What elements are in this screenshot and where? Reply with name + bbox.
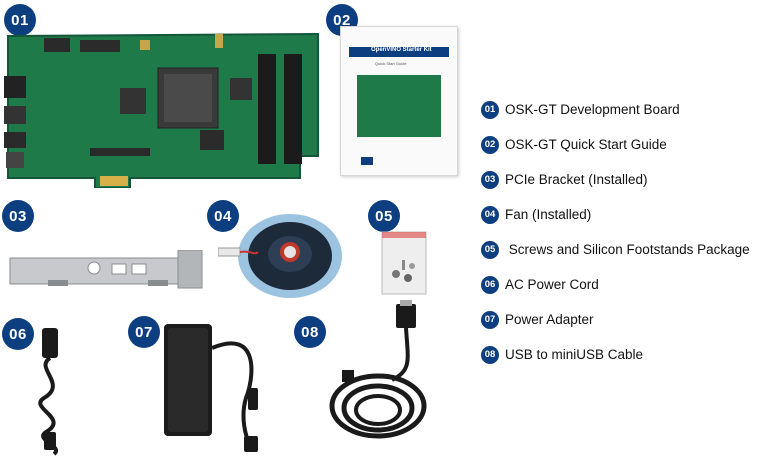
item-number-badge: 08 (481, 345, 499, 364)
contents-list: 01 OSK-GT Development Board 02 OSK-GT Qu… (481, 92, 775, 372)
fan-photo (218, 214, 342, 298)
list-item: 03 PCIe Bracket (Installed) (481, 162, 775, 197)
guide-subtitle: Quick Start Guide (375, 61, 407, 66)
badge-07: 07 (128, 316, 160, 348)
item-label: Screws and Silicon Footstands Package (505, 242, 750, 257)
item-label: AC Power Cord (505, 277, 599, 292)
badge-04: 04 (207, 200, 239, 232)
item-number-badge: 06 (481, 275, 499, 294)
list-item: 08 USB to miniUSB Cable (481, 337, 775, 372)
item-number-badge: 05 (481, 240, 499, 259)
usb-cable-photo (329, 300, 427, 439)
badge-08: 08 (294, 316, 326, 348)
guide-title: OpenVINO Starter Kit (371, 47, 432, 53)
item-label: Power Adapter (505, 312, 594, 327)
quick-start-guide-booklet: OpenVINO Starter Kit Quick Start Guide (340, 26, 458, 176)
badge-03: 03 (2, 200, 34, 232)
item-label: OSK-GT Development Board (505, 102, 680, 117)
list-item: 07 Power Adapter (481, 302, 775, 337)
item-label: USB to miniUSB Cable (505, 347, 644, 362)
development-board-photo (4, 32, 319, 188)
item-number-badge: 01 (481, 100, 499, 119)
screws-package-photo (381, 231, 427, 295)
list-item: 05 Screws and Silicon Footstands Package (481, 232, 775, 267)
list-item: 02 OSK-GT Quick Start Guide (481, 127, 775, 162)
item-number-badge: 03 (481, 170, 499, 189)
badge-01: 01 (4, 4, 36, 36)
item-label: PCIe Bracket (Installed) (505, 172, 648, 187)
pcie-bracket-photo (9, 250, 203, 289)
list-item: 01 OSK-GT Development Board (481, 92, 775, 127)
badge-06: 06 (2, 318, 34, 350)
power-adapter-photo (164, 324, 258, 452)
item-number-badge: 04 (481, 205, 499, 224)
badge-05: 05 (368, 200, 400, 232)
guide-logo (361, 157, 373, 165)
list-item: 04 Fan (Installed) (481, 197, 775, 232)
guide-board-image (357, 75, 441, 137)
list-item: 06 AC Power Cord (481, 267, 775, 302)
item-number-badge: 02 (481, 135, 499, 154)
item-label: OSK-GT Quick Start Guide (505, 137, 667, 152)
guide-header-bar (349, 47, 449, 57)
ac-power-cord-photo (38, 328, 59, 456)
item-number-badge: 07 (481, 310, 499, 329)
item-label: Fan (Installed) (505, 207, 592, 222)
